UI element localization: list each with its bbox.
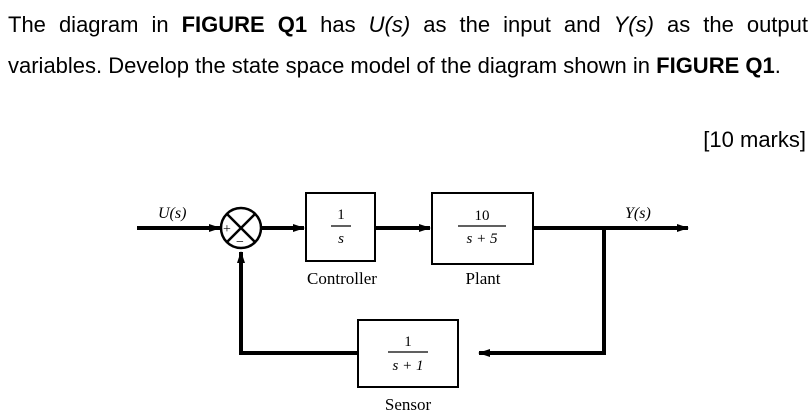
- sensor-numerator: 1: [404, 334, 412, 350]
- feedback-to-sensor-line: [478, 228, 606, 357]
- question-part: as the output variables. Develop the sta…: [8, 12, 808, 78]
- figure-reference: FIGURE Q1: [181, 12, 308, 37]
- question-part: has: [307, 12, 369, 37]
- question-text: The diagram in FIGURE Q1 has U(s) as the…: [8, 4, 808, 86]
- question-part: .: [774, 53, 781, 78]
- sum-plus-sign: +: [223, 222, 231, 237]
- input-signal-label: U(s): [158, 205, 186, 222]
- feedback-to-sum-line: [237, 251, 358, 355]
- controller-numerator: 1: [337, 207, 345, 223]
- question-part: as the input and: [410, 12, 614, 37]
- output-signal-label: Y(s): [625, 205, 651, 222]
- controller-denominator: s: [338, 231, 344, 247]
- controller-block: [305, 192, 376, 262]
- sum-minus-sign: −: [236, 235, 244, 250]
- output-variable: Y(s): [613, 12, 654, 37]
- sensor-block: [357, 319, 459, 388]
- sensor-label: Sensor: [385, 395, 432, 414]
- sensor-denominator: s + 1: [393, 358, 424, 374]
- controller-label: Controller: [307, 269, 377, 288]
- plant-label: Plant: [466, 269, 501, 288]
- plant-block: [431, 192, 534, 265]
- plant-denominator: s + 5: [467, 231, 498, 247]
- plant-numerator: 10: [475, 208, 490, 224]
- figure-reference: FIGURE Q1: [656, 53, 775, 78]
- input-variable: U(s): [368, 12, 411, 37]
- question-part: The diagram in: [8, 12, 182, 37]
- marks-label: [10 marks]: [703, 127, 806, 152]
